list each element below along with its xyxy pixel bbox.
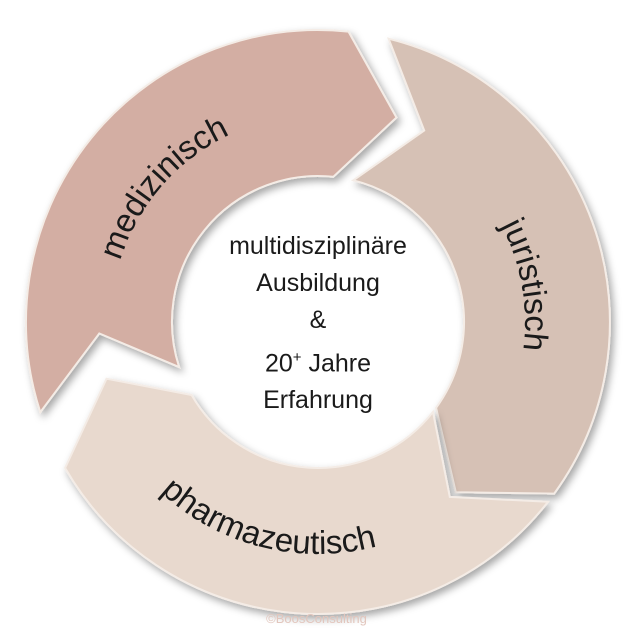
years-label: Jahre xyxy=(301,349,372,378)
center-line-3: & xyxy=(309,306,327,334)
center-line-5: Erfahrung xyxy=(263,386,373,415)
center-line-4: 20+ Jahre xyxy=(168,339,468,382)
years-plus: + xyxy=(292,349,302,366)
copyright-credit: ©BoosConsulting xyxy=(266,611,367,626)
center-line-1: multidisziplinäre xyxy=(229,232,407,260)
segment-juristisch-arrow xyxy=(350,37,611,495)
segment-pharmazeutisch-arrow xyxy=(63,377,551,616)
center-text: multidisziplinäre Ausbildung & 20+ Jahre… xyxy=(168,228,468,419)
center-line-2: Ausbildung xyxy=(256,269,380,297)
segment-medizinisch-arrow xyxy=(25,29,398,415)
years-number: 20 xyxy=(264,349,293,378)
